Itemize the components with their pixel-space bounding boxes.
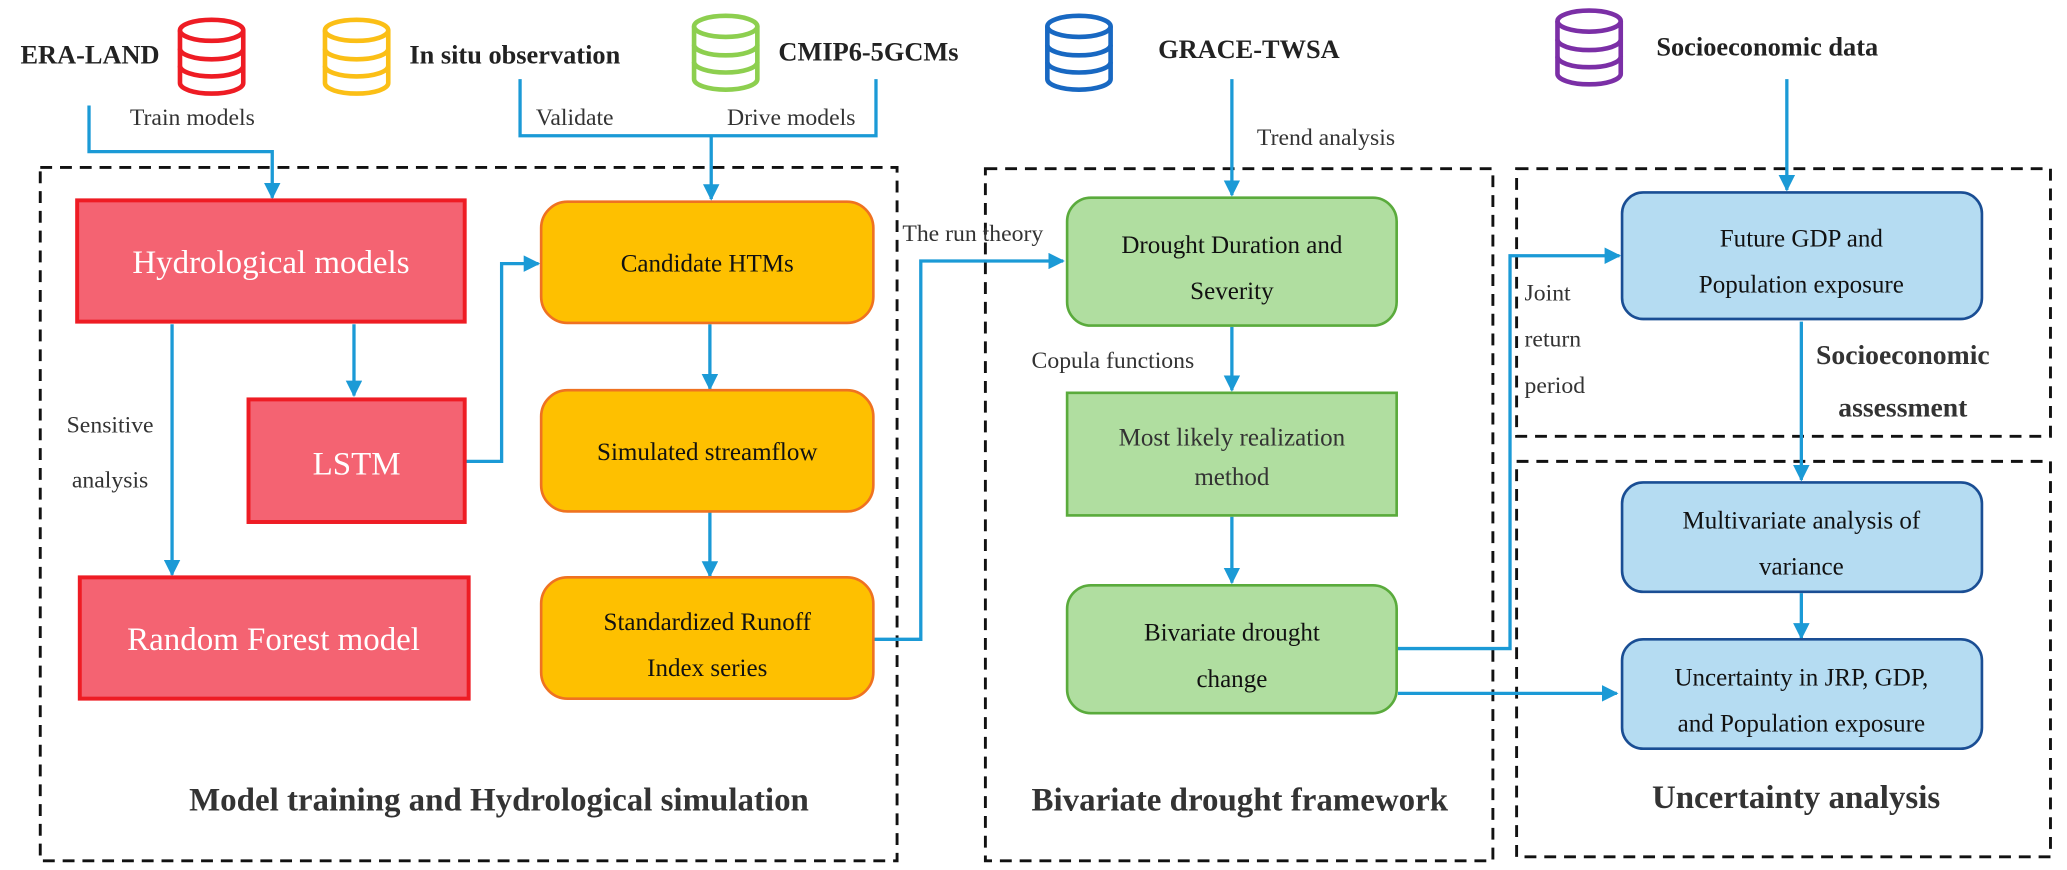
box-simulated-streamflow[interactable]	[539, 388, 875, 513]
source-grace-label: GRACE-TWSA	[1158, 35, 1340, 64]
database-icon-socio	[1557, 11, 1620, 85]
edge-label-joint-1: Joint	[1525, 281, 1572, 307]
edge-label-validate: Validate	[536, 105, 614, 131]
box-lstm[interactable]	[246, 397, 467, 524]
box-dds-line-2: Severity	[1190, 278, 1274, 305]
box-mlr-line-1: Most likely realization	[1119, 425, 1346, 452]
box-dds-line-1: Drought Duration and	[1121, 232, 1343, 259]
box-hydrological-models[interactable]	[75, 198, 467, 324]
box-unc-line-1: Uncertainty in JRP, GDP,	[1674, 664, 1928, 691]
box-sri-line-1: Standardized Runoff	[604, 609, 812, 636]
panel-title-bivariate: Bivariate drought framework	[1032, 783, 1449, 819]
panel-title-uncertainty: Uncertainty analysis	[1652, 780, 1940, 816]
edge-label-train: Train models	[130, 105, 255, 131]
edge-label-drive: Drive models	[727, 105, 855, 131]
edge-label-joint-3: period	[1525, 373, 1586, 399]
source-socio-label: Socioeconomic data	[1656, 32, 1878, 61]
panel-bivariate	[983, 167, 1495, 863]
edge-label-trend: Trend analysis	[1257, 125, 1395, 151]
arrow-sri-to-dds	[873, 252, 1065, 641]
arrow-era-to-hydro	[87, 105, 281, 200]
box-most-likely-realization[interactable]	[1065, 391, 1398, 517]
box-random-forest-label: Random Forest model	[127, 622, 420, 658]
database-icon-cmip	[694, 16, 757, 90]
box-bdc-line-1: Bivariate drought	[1144, 620, 1320, 647]
panel-title-socio-1: Socioeconomic	[1816, 339, 1990, 370]
source-cmip-label: CMIP6-5GCMs	[778, 38, 958, 67]
source-era-label: ERA-LAND	[20, 40, 159, 69]
panel-title-model-training: Model training and Hydrological simulati…	[189, 783, 809, 819]
box-mav-line-1: Multivariate analysis of	[1682, 508, 1920, 535]
panel-model-training	[38, 165, 899, 863]
box-hydrological-models-label: Hydrological models	[132, 245, 409, 281]
database-icon-grace	[1047, 16, 1110, 90]
edge-label-joint-2: return	[1525, 327, 1582, 353]
box-bivariate-drought-change[interactable]	[1065, 583, 1398, 715]
database-icon-insitu	[325, 20, 388, 94]
edge-label-sensitive-2: analysis	[72, 468, 148, 494]
box-uncertainty-jrp[interactable]	[1620, 638, 1984, 751]
box-gdp-line-2: Population exposure	[1699, 272, 1904, 299]
box-lstm-label: LSTM	[313, 447, 401, 483]
panel-socioeconomic	[1515, 167, 2052, 438]
arrow-bdc-to-gdp	[1397, 247, 1622, 651]
edge-label-run-theory: The run theory	[902, 221, 1043, 247]
arrow-lstm-to-htm	[464, 255, 541, 464]
box-bdc-line-2: change	[1196, 666, 1267, 693]
database-icon-era	[180, 20, 243, 94]
box-candidate-htms-label: Candidate HTMs	[621, 251, 794, 278]
edge-label-sensitive-1: Sensitive	[67, 412, 154, 438]
box-multivariate-anova[interactable]	[1620, 481, 1984, 594]
box-simulated-streamflow-label: Simulated streamflow	[597, 439, 817, 466]
edge-label-copula: Copula functions	[1032, 348, 1195, 374]
box-mlr-line-2: method	[1194, 464, 1270, 491]
box-future-gdp-population[interactable]	[1620, 191, 1984, 321]
source-insitu-label: In situ observation	[409, 40, 620, 69]
box-sri-line-2: Index series	[647, 655, 767, 682]
box-unc-line-2: and Population exposure	[1678, 711, 1926, 738]
arrow-insitu-cmip-to-htm	[518, 79, 878, 199]
panel-title-socio-2: assessment	[1838, 392, 1968, 423]
box-standardized-runoff-index[interactable]	[539, 576, 875, 700]
connectors	[87, 79, 1810, 702]
box-random-forest[interactable]	[77, 575, 471, 701]
box-gdp-line-1: Future GDP and	[1720, 226, 1884, 253]
box-candidate-htms[interactable]	[539, 200, 875, 325]
box-drought-duration-severity[interactable]	[1065, 196, 1398, 327]
box-mav-line-2: variance	[1759, 554, 1844, 581]
